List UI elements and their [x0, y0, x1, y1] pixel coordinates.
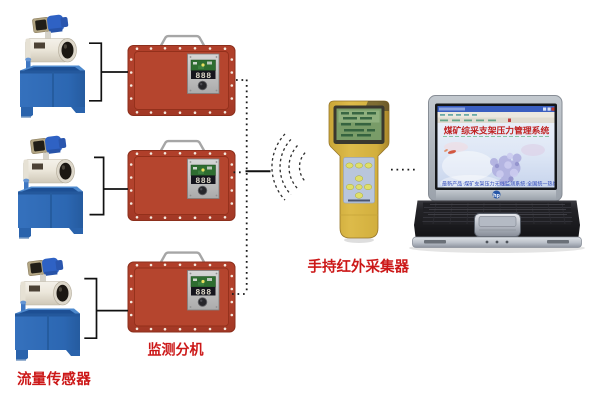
svg-text:流量传感器: 流量传感器 — [17, 370, 91, 388]
svg-text:hp: hp — [493, 193, 500, 199]
svg-text:手持红外采集器: 手持红外采集器 — [308, 258, 410, 276]
svg-text:煤矿综采支架压力管理系统: 煤矿综采支架压力管理系统 — [444, 125, 550, 136]
svg-text:监测分机: 监测分机 — [148, 342, 204, 358]
svg-text:最新产品·煤矿支架压力无线监测系统·全国统一热线４００６: 最新产品·煤矿支架压力无线监测系统·全国统一热线４００６ — [442, 181, 578, 188]
